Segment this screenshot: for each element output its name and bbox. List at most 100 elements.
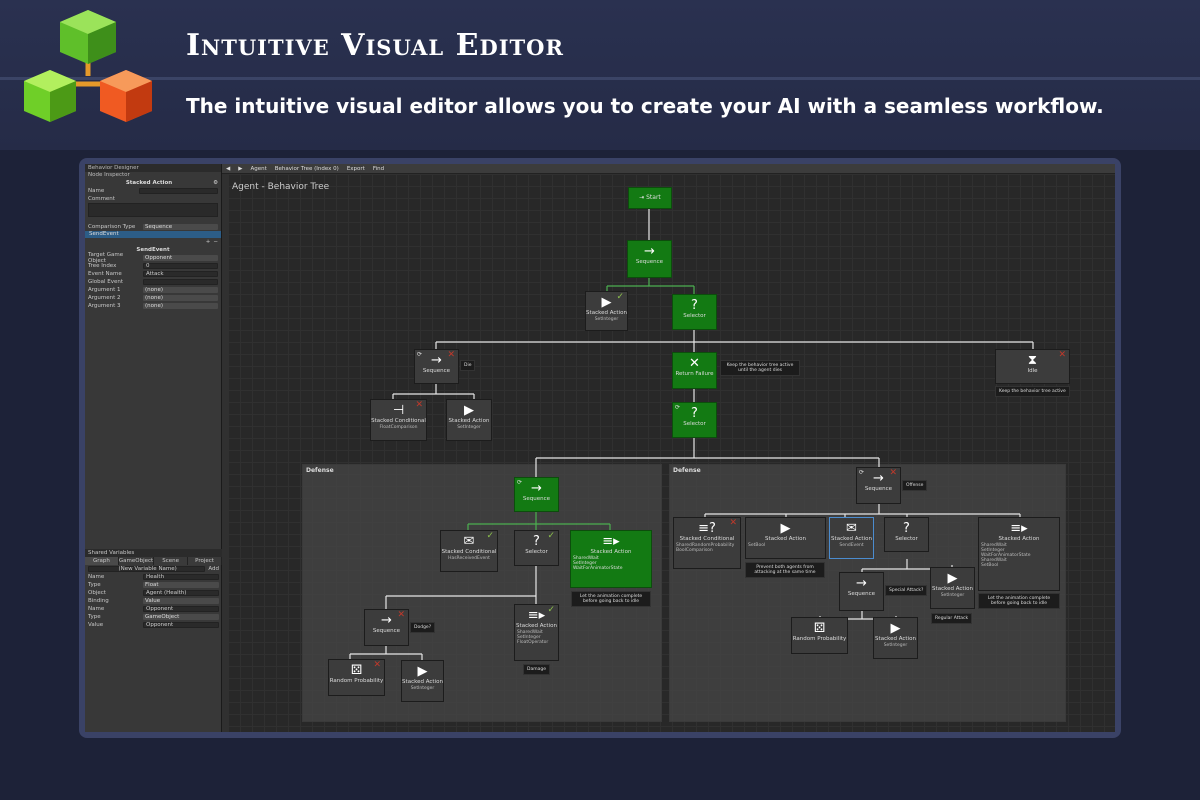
start-node[interactable]: ⇥ Start xyxy=(628,187,672,209)
tab-project[interactable]: Project xyxy=(188,557,223,565)
sequence-node[interactable]: ✕→Sequence xyxy=(364,609,409,646)
field-row: Argument 2(none) xyxy=(85,294,221,302)
field-argument-1[interactable]: (none) xyxy=(143,287,218,293)
idle-node[interactable]: ✕⧗Idle xyxy=(995,349,1070,384)
check-icon: ✓ xyxy=(616,292,624,302)
add-variable-button[interactable]: Add xyxy=(208,566,219,572)
sequence-node[interactable]: →Sequence xyxy=(839,572,884,611)
sequence-node[interactable]: →Sequence xyxy=(627,240,672,278)
new-variable-row: (New Variable Name)Add xyxy=(85,565,222,573)
var-name-field[interactable]: Health xyxy=(143,574,219,580)
back-arrow-icon[interactable]: ◀ xyxy=(226,165,231,172)
add-icon[interactable]: + xyxy=(205,239,211,245)
var-type-dropdown[interactable]: GameObject xyxy=(143,614,219,620)
sequence-arrow-icon: → xyxy=(856,576,867,591)
page-subtitle: The intuitive visual editor allows you t… xyxy=(186,94,1104,118)
failure-icon: ✕ xyxy=(447,350,455,360)
failure-icon: ✕ xyxy=(729,518,737,528)
name-row: Name xyxy=(85,187,221,195)
enter-icon: ⇥ xyxy=(639,194,647,201)
field-argument-2[interactable]: (none) xyxy=(143,295,218,301)
tab-graph[interactable]: Graph xyxy=(85,557,119,565)
panel-gutter xyxy=(222,164,228,732)
field-tree-index[interactable]: 0 xyxy=(143,263,218,269)
comparison-dropdown[interactable]: Sequence xyxy=(143,224,218,230)
banner-divider xyxy=(0,77,1200,80)
sequence-arrow-icon: → xyxy=(381,613,392,628)
field-target-game-object[interactable]: Opponent xyxy=(143,255,218,261)
field-event-name[interactable]: Attack xyxy=(143,271,218,277)
comment-field[interactable] xyxy=(88,203,218,217)
comment-tip: Special Attack? xyxy=(885,585,928,596)
comment-tip: Damage xyxy=(523,664,550,675)
field-row: Argument 3(none) xyxy=(85,302,221,310)
var-type-dropdown[interactable]: Float xyxy=(143,582,219,588)
var-name-field[interactable]: Opponent xyxy=(143,606,219,612)
node-inspector: Behavior Designer Node Inspector Stacked… xyxy=(85,164,223,732)
return-failure-node[interactable]: ✕Return Failure xyxy=(672,352,717,389)
selector-node[interactable]: ?Selector xyxy=(672,294,717,330)
remove-icon[interactable]: − xyxy=(213,239,218,245)
sequence-node[interactable]: ⟳✕→Sequence xyxy=(414,349,459,384)
comment-tip: Let the animation complete before going … xyxy=(571,591,651,607)
play-icon: ▶ xyxy=(890,621,901,636)
selected-task-item[interactable]: SendEvent xyxy=(85,231,221,238)
name-field[interactable] xyxy=(139,188,218,194)
find-button[interactable]: Find xyxy=(372,165,385,172)
var-value-field[interactable]: Opponent xyxy=(143,622,219,628)
export-button[interactable]: Export xyxy=(346,165,365,172)
selector-node[interactable]: ✓?Selector xyxy=(514,530,559,566)
banner xyxy=(0,0,1200,150)
tab-scene[interactable]: Scene xyxy=(154,557,189,565)
new-variable-input[interactable]: (New Variable Name) xyxy=(88,566,206,572)
conditional-icon: ⊣ xyxy=(392,403,405,418)
sequence-node[interactable]: ⟳→Sequence xyxy=(514,477,559,512)
sequence-node[interactable]: ⟳✕→Sequence xyxy=(856,467,901,504)
envelope-icon: ✉ xyxy=(846,521,857,536)
agent-dropdown[interactable]: Agent xyxy=(250,165,267,172)
field-global-event[interactable] xyxy=(143,279,218,285)
comment-row: Comment xyxy=(88,196,115,202)
connection-lines xyxy=(349,209,1034,660)
gear-icon[interactable]: ⚙ xyxy=(213,180,218,186)
list-controls: +− xyxy=(85,238,221,246)
var-binding-dropdown[interactable]: Value xyxy=(143,598,219,604)
comment-tip: Offense xyxy=(902,480,928,491)
tab-gameobject[interactable]: GameObject xyxy=(118,557,155,565)
selector-node[interactable]: ⟳?Selector xyxy=(672,402,717,438)
tree-dropdown[interactable]: Behavior Tree (Index 0) xyxy=(274,165,339,172)
x-icon: ✕ xyxy=(689,356,700,371)
stack-icon: ≡▸ xyxy=(1010,521,1028,536)
random-probability-node[interactable]: ✕⚄Random Probability xyxy=(328,659,385,696)
random-probability-node[interactable]: ⚄Random Probability xyxy=(791,617,848,654)
conditional-list-icon: ≡? xyxy=(698,521,716,536)
toolbar: ◀ ▶ Agent Behavior Tree (Index 0) Export… xyxy=(222,164,1115,174)
window-tab[interactable]: Behavior Designer xyxy=(85,164,221,172)
graph-canvas[interactable]: Agent - Behavior Tree Defense Defense ⇥ … xyxy=(228,174,1115,732)
cubes-logo-icon xyxy=(24,10,152,122)
selector-node[interactable]: ?Selector xyxy=(884,517,929,552)
var-object-field[interactable]: Agent (Health) xyxy=(143,590,219,596)
field-argument-3[interactable]: (none) xyxy=(143,303,218,309)
forward-arrow-icon[interactable]: ▶ xyxy=(238,165,243,172)
question-icon: ? xyxy=(903,521,910,536)
